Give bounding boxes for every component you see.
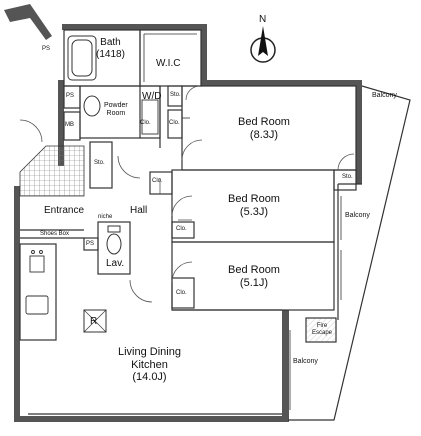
ps-label-hall: PS (86, 241, 95, 247)
refrigerator-label: R (90, 316, 98, 327)
bedroom-3-label: Bed Room (5.1J) (228, 264, 280, 289)
ldk-size: (14.0J) (132, 371, 167, 384)
storage-label-wd: Sto. (170, 92, 181, 98)
bath-size: (1418) (96, 48, 125, 60)
bath-name: Bath (100, 37, 121, 48)
ldk-line1: Living Dining (118, 346, 181, 358)
lav-toilet (106, 225, 122, 255)
wic-shelves (143, 33, 197, 82)
fire-escape-label: Fire Escape (312, 323, 332, 337)
fire-escape-hatch (306, 318, 336, 342)
ps-label-left: PS (66, 93, 75, 99)
bedroom-1-label: Bed Room (8.3J) (238, 116, 290, 141)
door-swings (19, 85, 355, 303)
balcony-top-label: Balcony (372, 92, 397, 99)
powder-line1: Powder (104, 102, 128, 109)
niche-label: niche (98, 214, 113, 220)
ps-label-top: PS (42, 46, 51, 52)
bedroom-1-size: (8.3J) (249, 128, 279, 141)
storage-label-left: Sto. (94, 160, 105, 166)
entrance-floor (19, 145, 85, 197)
exterior-walls (4, 4, 362, 422)
compass-label: N (259, 14, 267, 25)
bath-label: Bath (1418) (96, 37, 125, 60)
washer (141, 99, 159, 135)
bedroom-2-name: Bed Room (228, 193, 280, 205)
fire-escape-line1: Fire (316, 323, 328, 329)
bedroom-2-label: Bed Room (5.3J) (228, 193, 280, 218)
closet-doors (159, 178, 192, 221)
bedroom-2-size: (5.3J) (239, 205, 269, 218)
closet-label-wd-left: Clo. (140, 120, 151, 126)
kitchen-fixtures (25, 250, 49, 315)
wd-label: W/D (142, 91, 162, 102)
bedroom-1-name: Bed Room (238, 116, 290, 128)
powder-line2: Room (106, 110, 126, 118)
powder-washbasin (83, 95, 101, 117)
mb-label: MB (65, 122, 74, 128)
powder-room-label: Powder Room (104, 102, 128, 118)
bathtub (67, 35, 97, 81)
storage-label-right: Sto. (342, 174, 353, 180)
closet-label-bed2: Clo. (176, 226, 187, 232)
closet-label-wd: Clo. (169, 120, 180, 126)
windows (289, 196, 342, 410)
hall-label: Hall (130, 205, 148, 216)
fire-escape-line2: Escape (312, 329, 333, 336)
closet-label-bed2-left: Clo. (152, 178, 163, 184)
balcony-mid-label: Balcony (345, 212, 370, 219)
north-arrow-icon (250, 26, 276, 63)
balcony-bottom-label: Balcony (293, 358, 318, 365)
wic-label: W.I.C (156, 58, 181, 69)
bedroom-3-size: (5.1J) (239, 276, 269, 289)
ldk-label: Living Dining Kitchen (14.0J) (118, 346, 181, 384)
shoes-box-label: Shoes Box (40, 231, 70, 237)
closet-label-bed3: Clo. (176, 290, 187, 296)
interior-walls (19, 29, 411, 421)
lav-label: Lav. (106, 258, 125, 269)
compass: N (250, 14, 276, 70)
bedroom-3-name: Bed Room (228, 264, 280, 276)
ldk-line2: Kitchen (131, 358, 168, 371)
refrigerator (83, 309, 107, 333)
entrance-label: Entrance (44, 205, 85, 216)
